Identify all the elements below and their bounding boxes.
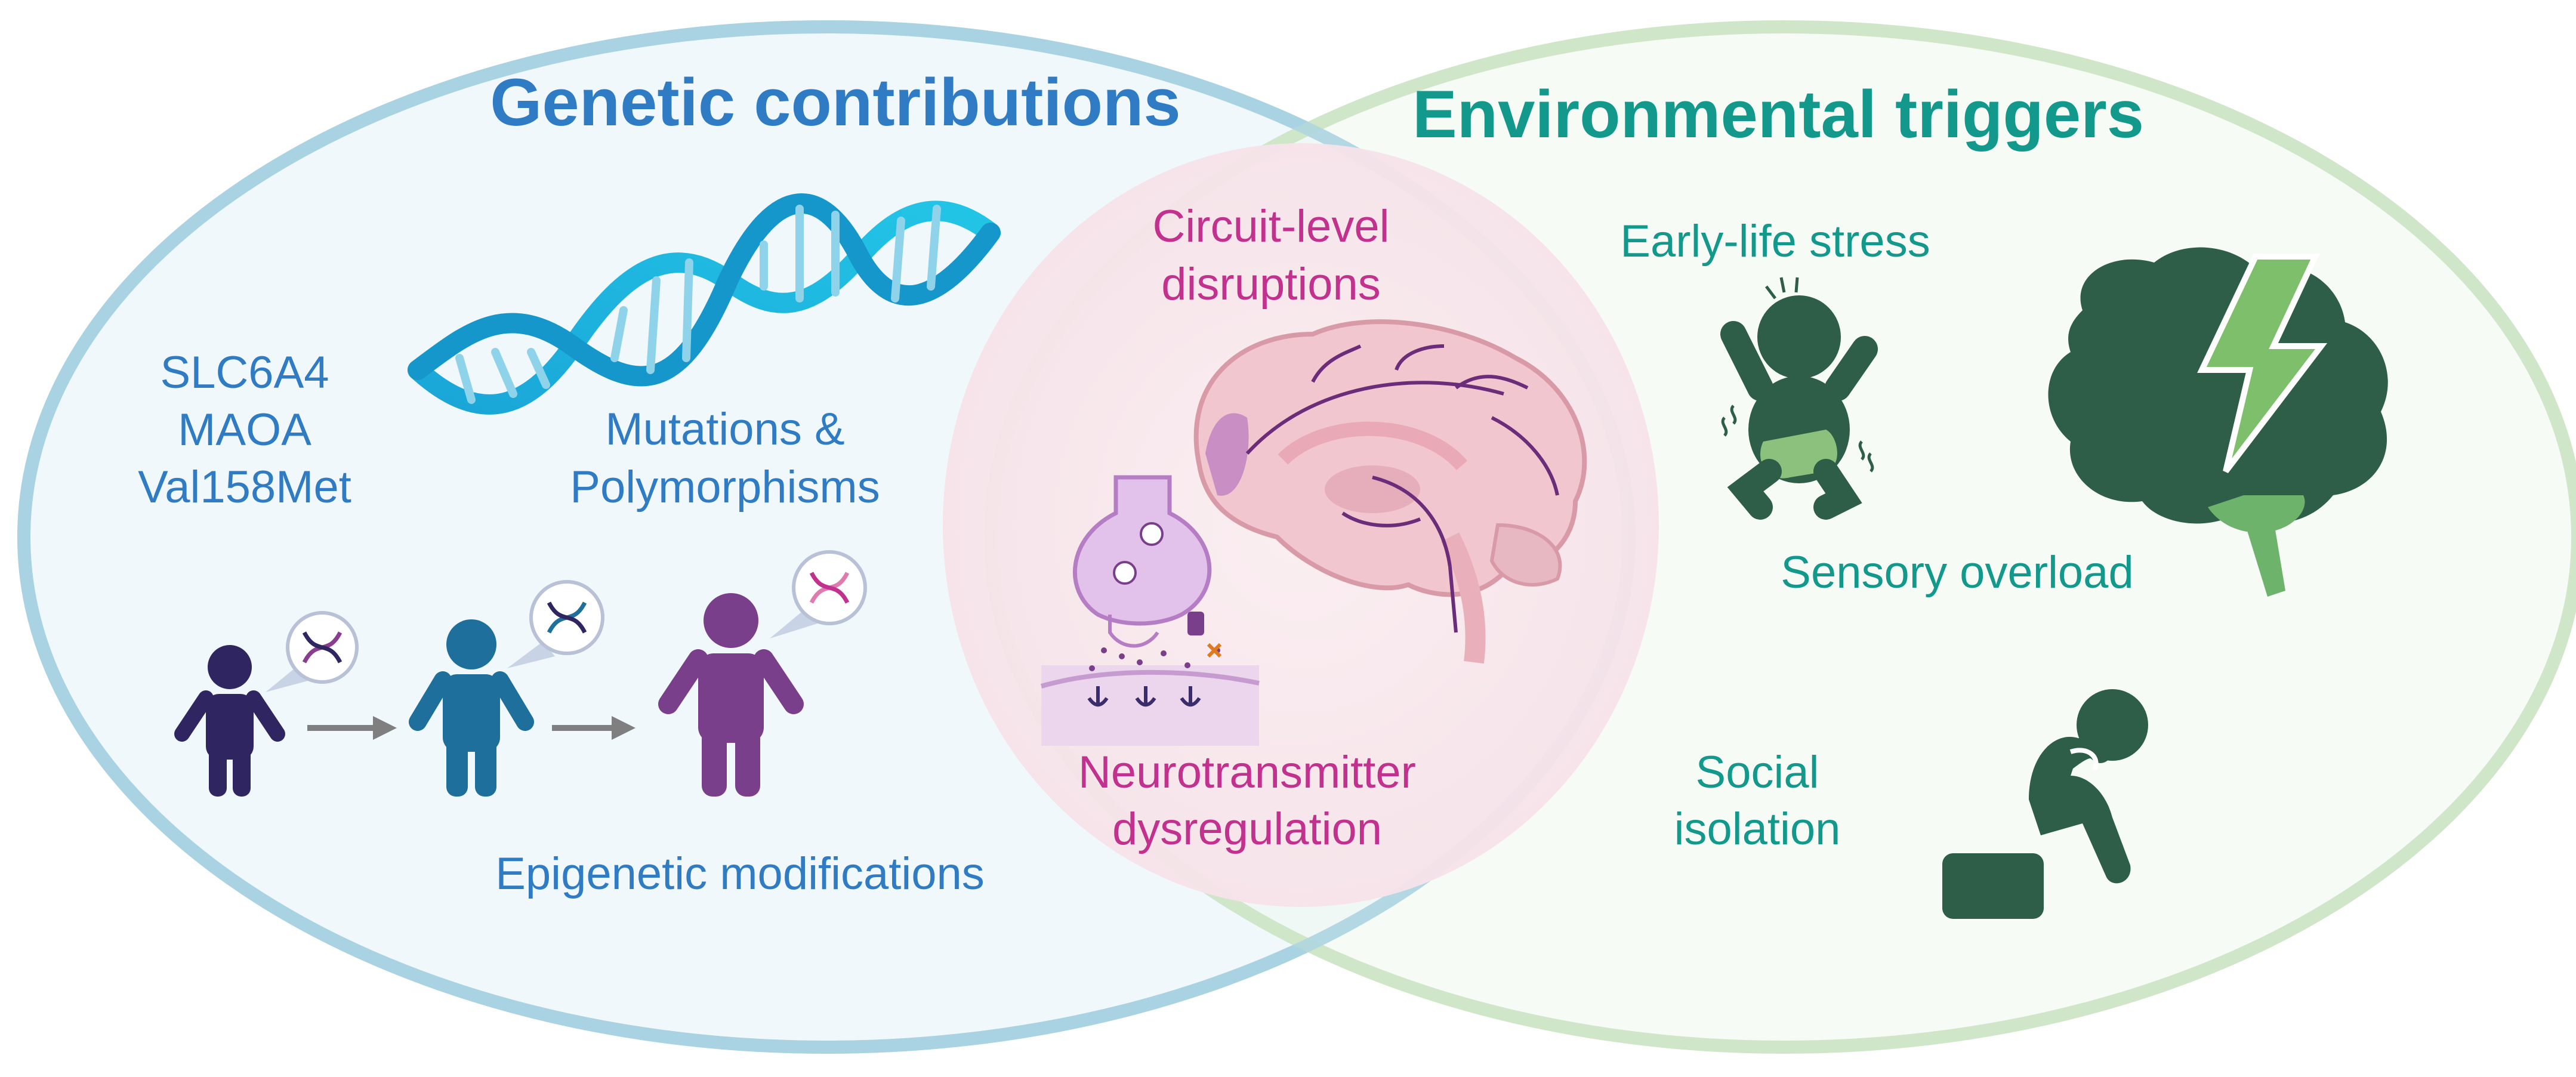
brain-lightning-icon xyxy=(2048,247,2388,597)
arrow-right-icon xyxy=(552,716,635,740)
child-icon-large xyxy=(658,593,804,797)
sitting-person-icon xyxy=(1942,689,2148,919)
epigenetic-label: Epigenetic modifications xyxy=(495,848,985,899)
gene-val158met: Val158Met xyxy=(138,462,351,513)
synapse-icon xyxy=(1040,475,1260,746)
dna-badge-icon xyxy=(266,611,359,692)
neurotransmitter-label-line2: dysregulation xyxy=(1112,804,1382,854)
social-label-line2: isolation xyxy=(1674,804,1841,854)
child-icon-medium xyxy=(409,619,534,797)
arrow-right-icon xyxy=(307,716,397,740)
environment-title: Environmental triggers xyxy=(1412,77,2144,152)
circuit-label-line1: Circuit-level xyxy=(1153,201,1390,252)
brain-icon xyxy=(1193,319,1587,664)
circuit-label-line2: disruptions xyxy=(1161,259,1381,310)
neurotransmitter-label-line1: Neurotransmitter xyxy=(1078,747,1416,798)
dna-badge-icon xyxy=(770,550,867,638)
gene-maoa: MAOA xyxy=(178,405,311,455)
child-icon-small xyxy=(174,645,285,797)
polymorphisms-label: Polymorphisms xyxy=(570,462,880,513)
early-life-label: Early-life stress xyxy=(1620,216,1930,267)
gene-slc6a4: SLC6A4 xyxy=(160,347,329,398)
genetic-title: Genetic contributions xyxy=(490,65,1180,140)
dna-helix-icon xyxy=(408,193,1001,415)
crying-baby-icon xyxy=(1720,277,1878,520)
dna-badge-icon xyxy=(507,580,604,668)
mutations-label: Mutations & xyxy=(605,404,844,455)
sensory-label: Sensory overload xyxy=(1781,547,2133,598)
social-label-line1: Social xyxy=(1696,747,1819,798)
